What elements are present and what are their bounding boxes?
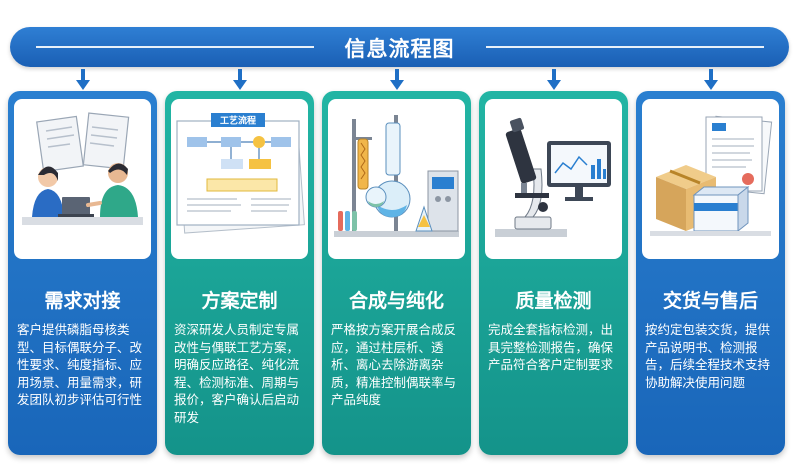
package-delivery-icon xyxy=(642,99,779,259)
header-banner: 信息流程图 xyxy=(10,27,789,67)
step-card-delivery: 交货与售后 按约定包装交货，提供产品说明书、检测报告，后续全程技术支持协助解决使… xyxy=(636,91,785,455)
step-description: 资深研发人员制定专属改性与偶联工艺方案，明确反应路径、纯化流程、检测标准、周期与… xyxy=(174,322,300,425)
page-title: 信息流程图 xyxy=(344,37,455,61)
consultation-meeting-icon xyxy=(14,99,151,259)
microscope-analysis-icon xyxy=(485,99,622,259)
arrow-down-icon xyxy=(547,69,561,90)
process-flowchart-icon: 工艺流程 xyxy=(171,99,308,259)
banner-line-left xyxy=(36,46,314,48)
lab-glassware-icon xyxy=(328,99,465,259)
step-title: 方案定制 xyxy=(201,290,278,312)
arrow-down-icon xyxy=(704,69,718,90)
step-card-synthesis: 合成与纯化 严格按方案开展合成反应，通过柱层析、透析、离心去除游离杂质，精准控制… xyxy=(322,91,471,455)
banner-line-right xyxy=(486,46,764,48)
step-description: 按约定包装交货，提供产品说明书、检测报告，后续全程技术支持协助解决使用问题 xyxy=(645,322,771,390)
arrow-down-icon xyxy=(233,69,247,90)
step-card-plan: 工艺流程 方案定制 资深研发人员制定专属改性与偶联工艺方案，明确反应路径、纯化流… xyxy=(165,91,314,455)
step-card-quality: 质量检测 完成全套指标检测，出具完整检测报告，确保产品符合客户定制要求 xyxy=(479,91,628,455)
step-description: 严格按方案开展合成反应，通过柱层析、透析、离心去除游离杂质，精准控制偶联率与产品… xyxy=(331,322,457,407)
step-title: 需求对接 xyxy=(44,290,121,312)
arrow-down-icon xyxy=(390,69,404,90)
flowchart-label: 工艺流程 xyxy=(220,115,256,127)
step-title: 合成与纯化 xyxy=(348,290,444,312)
step-title: 质量检测 xyxy=(515,290,592,312)
step-description: 客户提供磷脂母核类型、目标偶联分子、改性要求、纯度指标、应用场景、用量需求，研发… xyxy=(17,322,143,407)
step-title: 交货与售后 xyxy=(662,290,758,312)
step-description: 完成全套指标检测，出具完整检测报告，确保产品符合客户定制要求 xyxy=(488,322,614,372)
step-card-requirements: 需求对接 客户提供磷脂母核类型、目标偶联分子、改性要求、纯度指标、应用场景、用量… xyxy=(8,91,157,455)
arrow-down-icon xyxy=(76,69,90,90)
